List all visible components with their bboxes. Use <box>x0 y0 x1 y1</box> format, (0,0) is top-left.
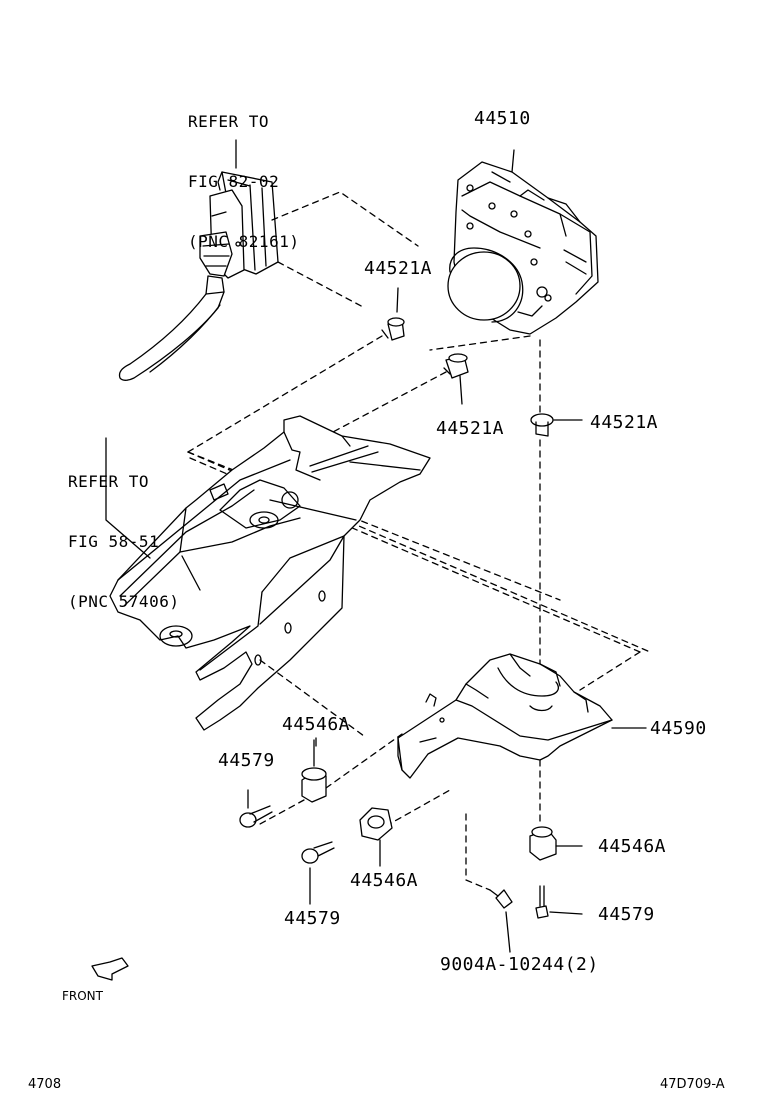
part-label-44510: 44510 <box>474 108 531 129</box>
cushion-44546a-left <box>301 739 327 803</box>
figure-code: 47D709-A <box>660 1077 725 1092</box>
part-label-44579-right: 44579 <box>598 904 655 925</box>
part-label-44546a-right: 44546A <box>598 836 667 857</box>
bracket-drawing <box>397 653 647 779</box>
part-label-9004a: 9004A-10244(2) <box>440 954 599 975</box>
part-label-44521a-middle: 44521A <box>436 418 505 439</box>
bolt-9004a <box>489 889 513 953</box>
front-label: FRONT <box>62 989 103 1003</box>
guide-lines-ecu <box>271 191 419 309</box>
part-label-44546a-left: 44546A <box>282 714 351 735</box>
bolt-44521a-upper <box>381 287 405 341</box>
ecu-reference-line-2: FIG 82-02 <box>188 172 280 191</box>
body-reference-line-3: (PNC 57406) <box>68 592 180 611</box>
bolt-44579-right <box>535 885 583 919</box>
body-reference-line-2: FIG 58-51 <box>68 532 160 551</box>
ecu-reference-label: REFER TO FIG 82-02 (PNC 82161) <box>188 72 299 272</box>
body-reference-line-1: REFER TO <box>68 472 150 491</box>
part-label-44579-upper: 44579 <box>218 750 275 771</box>
bolt-44521a-lower <box>530 413 583 437</box>
ecu-connector-drawing <box>118 139 279 381</box>
bolt-44579-lower <box>301 841 335 905</box>
ecu-reference-line-1: REFER TO <box>188 112 270 131</box>
cushion-44546a-right <box>529 826 583 861</box>
bolt-44521a-middle <box>443 353 469 405</box>
guide-lines-bracket <box>259 659 541 891</box>
abs-actuator-drawing <box>447 149 599 335</box>
front-arrow-icon <box>91 957 129 981</box>
part-label-44546a-middle: 44546A <box>350 870 419 891</box>
part-label-44579-lower: 44579 <box>284 908 341 929</box>
cushion-44546a-middle <box>359 807 393 867</box>
body-reference-label: REFER TO FIG 58-51 (PNC 57406) <box>68 432 179 632</box>
body-panel-drawing <box>105 415 431 731</box>
part-label-44590: 44590 <box>650 718 707 739</box>
page-number: 4708 <box>28 1077 62 1092</box>
part-label-44521a-upper: 44521A <box>364 258 433 279</box>
part-label-44521a-lower: 44521A <box>590 412 659 433</box>
ecu-reference-line-3: (PNC 82161) <box>188 232 300 251</box>
bolt-44579-upper <box>239 789 273 828</box>
